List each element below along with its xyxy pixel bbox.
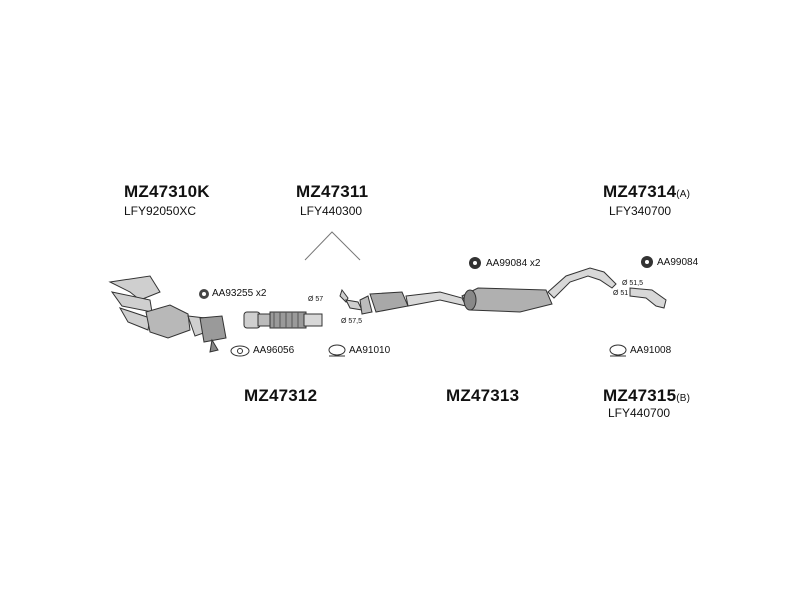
part-suffix-b: (B): [676, 393, 691, 404]
oem-ref-lfy340700: LFY340700: [609, 204, 672, 218]
nut-icon-aa93255: [199, 289, 209, 299]
dimension-57: Ø 57: [308, 296, 324, 303]
hardware-label-aa93255: AA93255 x2: [212, 288, 267, 299]
hanger-icon-aa99084-x2: [469, 257, 481, 269]
clamp-icon-aa91010: [328, 344, 346, 357]
tail-pipe-part: [629, 287, 667, 309]
part-number-mz47313: MZ47313: [446, 386, 520, 405]
dimension-51-5: Ø 51,5: [622, 280, 644, 287]
group-chevron: [304, 231, 361, 261]
hardware-label-aa91008: AA91008: [630, 345, 672, 356]
part-number-mz47315: MZ47315(B): [603, 386, 690, 406]
manifold-catalyst-part: [108, 275, 227, 353]
hardware-label-aa99084: AA99084: [657, 257, 699, 268]
hanger-icon-aa99084: [641, 256, 653, 268]
part-number-mz47314: MZ47314(A): [603, 182, 690, 202]
part-number-mz47312: MZ47312: [244, 386, 318, 405]
clamp-icon-aa91008: [609, 344, 627, 357]
part-number-mz47311: MZ47311: [296, 182, 369, 201]
front-pipe-silencer-part: [339, 288, 467, 315]
oem-ref-lfy92050xc: LFY92050XC: [124, 204, 197, 218]
part-number-mz47315-text: MZ47315: [603, 386, 677, 405]
part-suffix-a: (A): [676, 189, 691, 200]
part-number-mz47314-text: MZ47314: [603, 182, 677, 201]
hardware-label-aa96056: AA96056: [253, 345, 295, 356]
dimension-51: Ø 51: [613, 290, 629, 297]
part-number-mz47310k: MZ47310K: [124, 182, 210, 201]
hardware-label-aa91010: AA91010: [349, 345, 391, 356]
dimension-57-5: Ø 57,5: [341, 318, 363, 325]
oem-ref-lfy440300: LFY440300: [300, 204, 363, 218]
flex-pipe-part: [243, 311, 323, 329]
oem-ref-lfy440700: LFY440700: [608, 406, 671, 420]
gasket-icon-aa96056: [230, 345, 250, 357]
rear-silencer-part: [461, 267, 617, 313]
hardware-label-aa99084-x2: AA99084 x2: [486, 258, 541, 269]
